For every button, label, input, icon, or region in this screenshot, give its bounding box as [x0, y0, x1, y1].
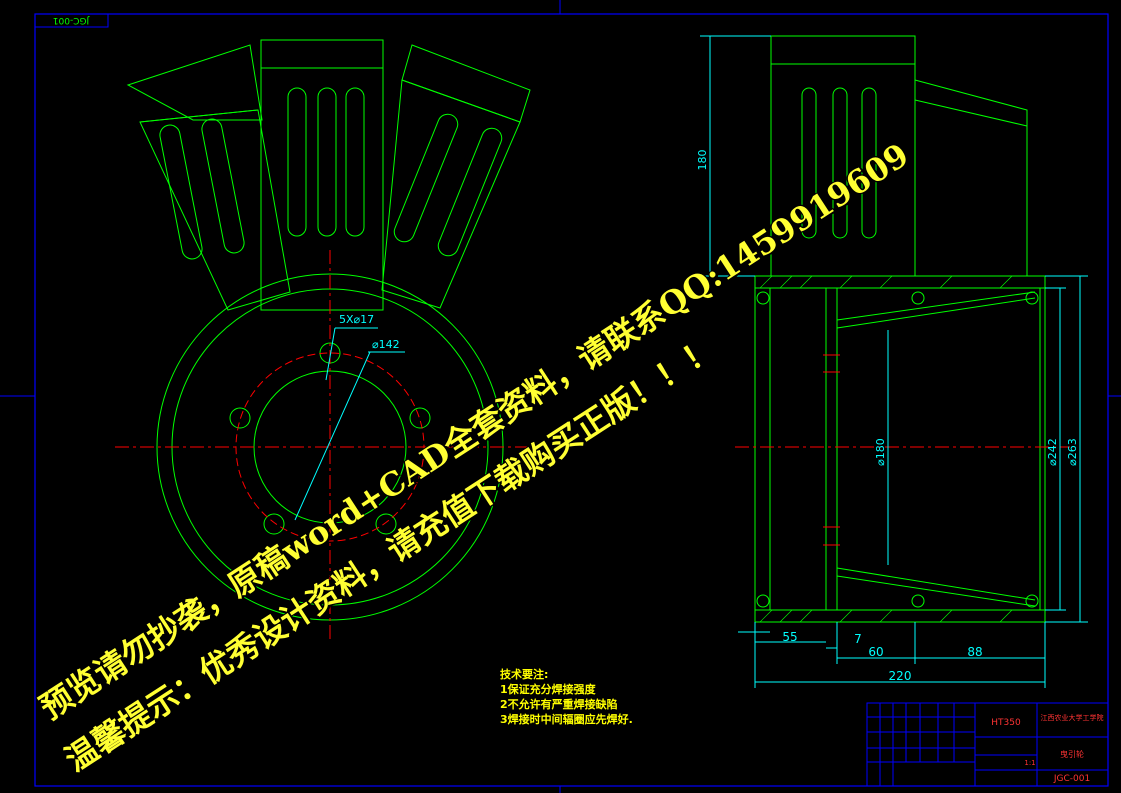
dim-180: 180 — [696, 150, 709, 171]
dim-242: ⌀242 — [1046, 438, 1059, 466]
blade-right — [381, 44, 531, 309]
drawing-frame — [34, 13, 1109, 787]
dim-263: ⌀263 — [1066, 438, 1079, 466]
dim-pcd: ⌀142 — [372, 338, 400, 351]
side-markers — [823, 354, 840, 546]
flipped-code-box — [34, 13, 109, 28]
tb-material: HT350 — [991, 718, 1021, 728]
dim-88: 88 — [967, 645, 982, 659]
tb-part-name: 曳引轮 — [1060, 749, 1084, 759]
dim-220: 220 — [889, 669, 912, 683]
note-item: 3焊接时中间辐圈应先焊好. — [500, 713, 633, 726]
technical-notes: 技术要注: 1保证充分焊接强度 2不允许有严重焊接缺陷 3焊接时中间辐圈应先焊好… — [500, 667, 633, 727]
title-block — [866, 702, 1109, 787]
front-dimensions — [294, 327, 405, 521]
side-dimensions — [700, 35, 1088, 688]
dim-7: 7 — [854, 632, 862, 646]
note-item: 1保证充分焊接强度 — [500, 683, 596, 696]
dim-60: 60 — [868, 645, 883, 659]
tb-code: JGC-001 — [1053, 774, 1090, 784]
side-view — [754, 35, 1046, 623]
front-view — [126, 39, 531, 621]
note-item: 2不允许有严重焊接缺陷 — [500, 698, 618, 711]
blade-left — [126, 44, 291, 311]
dim-55: 55 — [782, 630, 797, 644]
blade-middle — [260, 39, 384, 311]
dim-bore: ⌀180 — [874, 438, 887, 466]
side-hatch — [759, 275, 1013, 623]
flipped-code: JGC-001 — [53, 15, 90, 25]
tb-school: 江西农业大学工学院 — [1041, 713, 1104, 722]
front-centerlines — [115, 250, 545, 640]
notes-title: 技术要注: — [500, 668, 549, 681]
dim-holes: 5X⌀17 — [339, 313, 374, 326]
tb-scale: 1:1 — [1024, 759, 1035, 767]
